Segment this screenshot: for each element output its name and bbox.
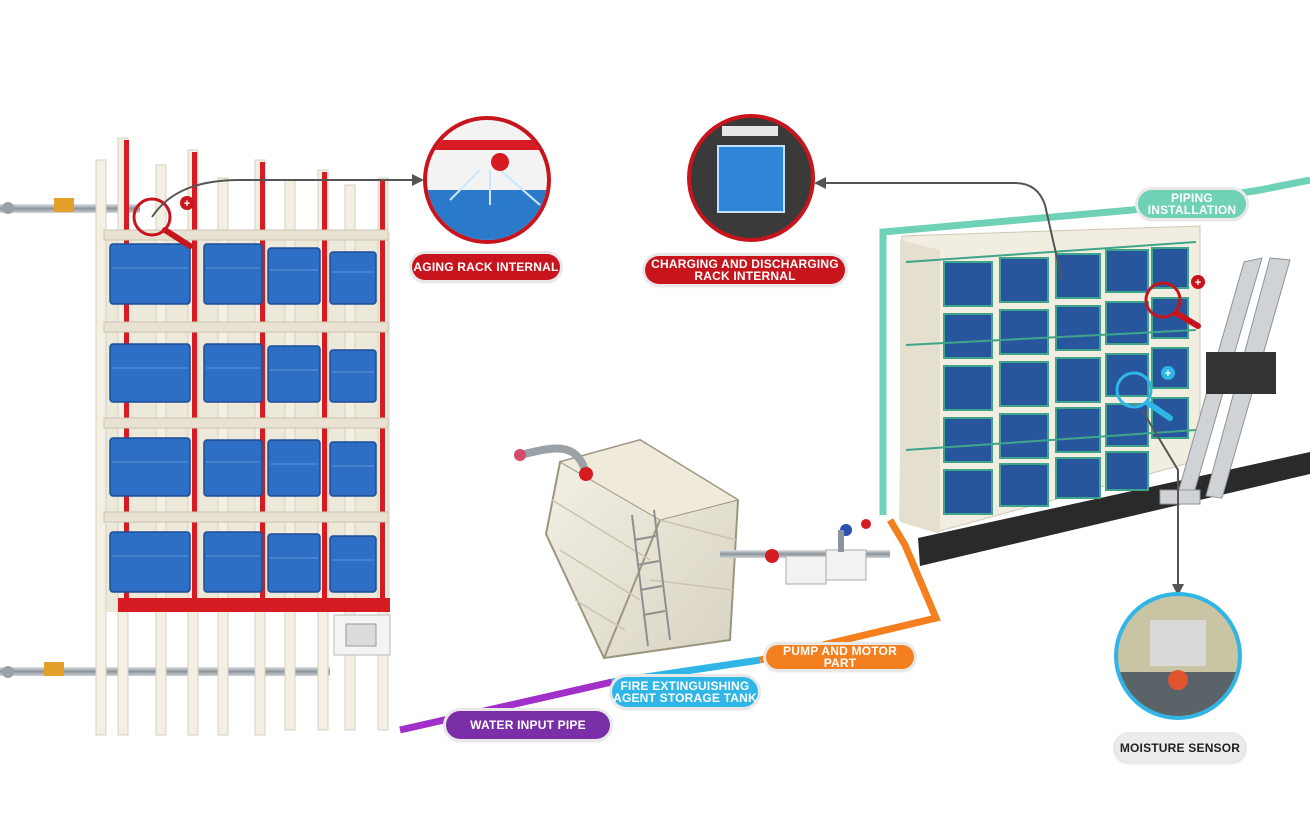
moisture-sensor-leader (1141, 409, 1179, 586)
aging-rack: + (0, 137, 391, 736)
piping-installation-label: PIPING INSTALLATION (1138, 190, 1246, 218)
bottom-valve (44, 662, 64, 676)
storage-tank-label-line2: AGENT STORAGE TANK (613, 691, 757, 705)
svg-text:+: + (184, 198, 190, 210)
charging-rack-internal-label: CHARGING AND DISCHARGING RACK INTERNAL (645, 256, 845, 284)
piping-label-line2: INSTALLATION (1147, 203, 1237, 217)
top-valve (54, 198, 74, 212)
aging-rack-label-text: AGING RACK INTERNAL (413, 260, 559, 274)
moisture-sensor-callout (1114, 592, 1242, 720)
svg-text:+: + (1195, 277, 1201, 289)
moisture-sensor-label: MOISTURE SENSOR (1116, 735, 1244, 761)
storage-tank-label: FIRE EXTINGUISHING AGENT STORAGE TANK (612, 677, 758, 707)
charging-rack-callout (687, 114, 815, 242)
water-input-pipe-label: WATER INPUT PIPE (446, 711, 610, 739)
aging-rack-leader (151, 179, 412, 218)
charging-rack-leader (826, 182, 1063, 281)
svg-text:+: + (1165, 368, 1171, 380)
aging-rack-internal-label: AGING RACK INTERNAL (412, 254, 560, 280)
charging-rack: + + (899, 225, 1310, 566)
fire-extinguishing-tank (514, 438, 740, 660)
storage-tank-label-line1: FIRE EXTINGUISHING (620, 679, 750, 693)
pump-and-motor (720, 519, 890, 585)
pump-motor-label-text: PUMP AND MOTOR PART (783, 644, 897, 670)
stacker-carriage (1206, 352, 1276, 394)
moisture-sensor-label-text: MOISTURE SENSOR (1119, 741, 1241, 755)
pump-motor-label: PUMP AND MOTOR PART (766, 645, 914, 669)
aging-rack-callout (423, 116, 551, 244)
charging-rack-label-line2: RACK INTERNAL (694, 269, 796, 283)
piping-label-line1: PIPING (1171, 191, 1213, 205)
charging-rack-label-line1: CHARGING AND DISCHARGING (651, 257, 839, 271)
water-pipe-label-text: WATER INPUT PIPE (470, 718, 586, 732)
